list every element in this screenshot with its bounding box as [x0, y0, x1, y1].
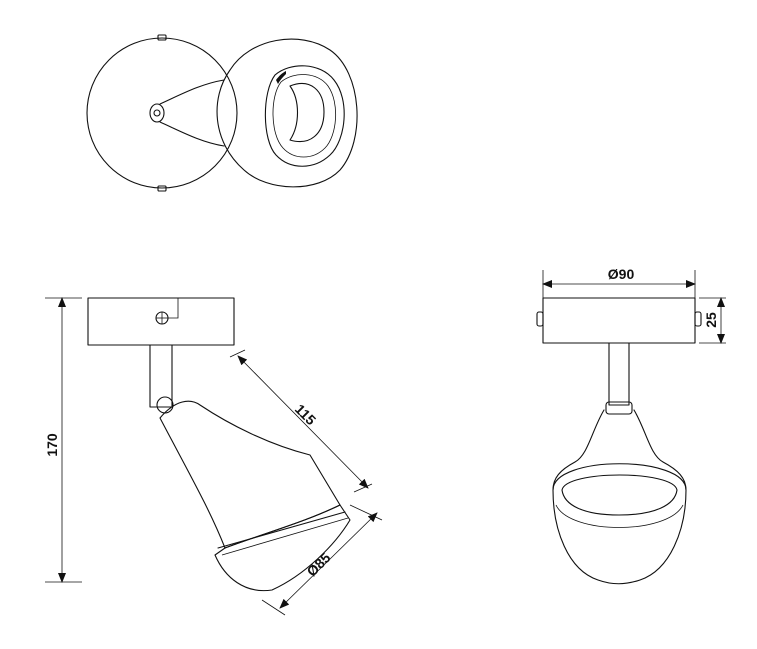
dimension-base-height-label: 25 — [703, 312, 719, 328]
side-view — [87, 297, 351, 592]
side-view-lamp-body — [214, 504, 351, 592]
dimension-head-diameter-label: Ø85 — [303, 549, 333, 579]
dimension-total-height: 170 — [44, 297, 82, 583]
top-view-arm — [159, 79, 225, 147]
dimension-base-diameter: Ø90 — [542, 266, 696, 298]
front-view-lamp-cup — [552, 463, 687, 585]
top-view-reflector-inner — [272, 74, 337, 158]
side-view-base-plate — [87, 297, 235, 346]
top-view-screw-tab-top — [157, 34, 167, 41]
top-view-shading — [276, 71, 286, 84]
front-view-hinge — [605, 401, 633, 415]
front-view-cup-lower — [555, 504, 684, 528]
front-view-stem — [608, 342, 630, 406]
dimension-arm-length-label: 115 — [292, 401, 319, 428]
dimension-arm-length: 115 — [229, 349, 373, 493]
dimension-base-height: 25 — [699, 297, 726, 344]
front-view-cup-rim — [561, 474, 678, 516]
side-view-lamp-neck — [159, 400, 341, 549]
front-view-neck — [552, 409, 687, 491]
top-view — [86, 34, 358, 192]
top-view-hinge — [149, 103, 165, 123]
top-view-screw-tab-bottom — [157, 185, 167, 192]
dimension-head-diameter: Ø85 — [261, 504, 383, 616]
front-view-base-plate — [542, 297, 696, 344]
side-view-band — [217, 511, 346, 549]
front-view — [536, 297, 702, 585]
top-view-reflector-rim — [264, 65, 345, 167]
top-view-base-plate — [86, 37, 238, 189]
side-view-stem — [149, 344, 173, 408]
top-view-lamp-head — [216, 38, 358, 188]
dimension-total-height-label: 170 — [44, 433, 60, 457]
top-view-bulb — [289, 83, 325, 142]
side-view-hinge — [156, 396, 174, 414]
dimension-base-diameter-label: Ø90 — [608, 266, 635, 282]
top-view-hinge-screw — [153, 109, 161, 117]
